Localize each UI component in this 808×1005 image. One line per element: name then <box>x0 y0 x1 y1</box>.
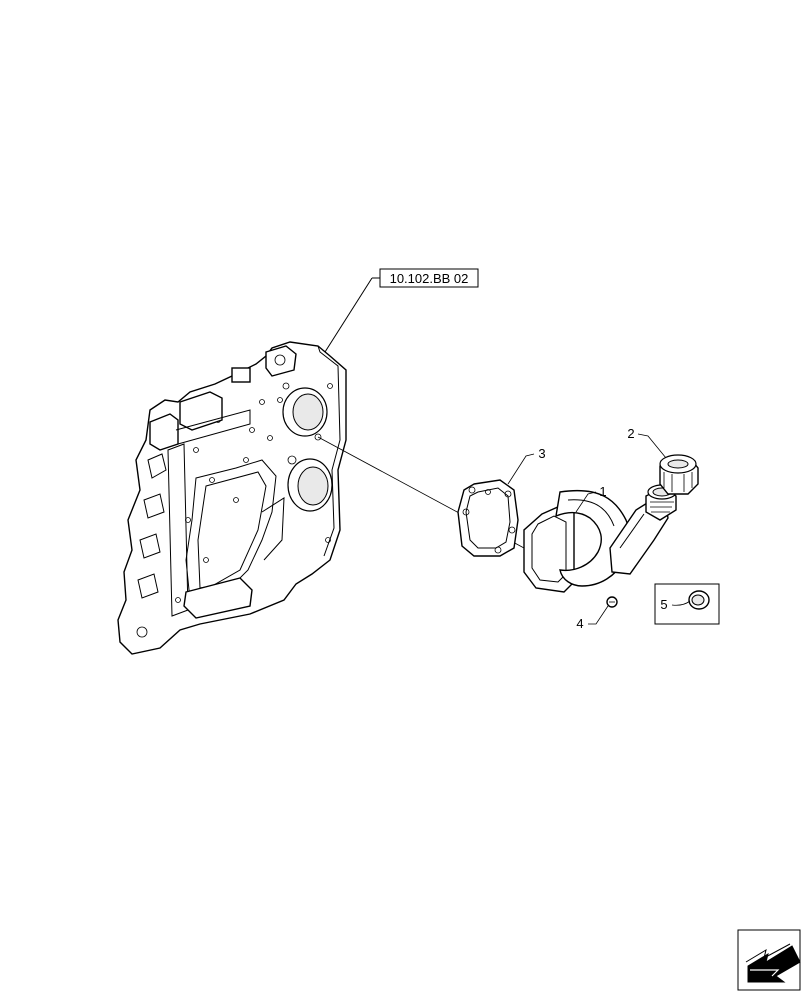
svg-text:5: 5 <box>660 597 667 612</box>
svg-text:2: 2 <box>627 426 634 441</box>
svg-text:3: 3 <box>538 446 545 461</box>
svg-text:4: 4 <box>576 616 583 631</box>
gasket <box>457 479 519 557</box>
callout-3[interactable]: 3 <box>507 446 546 485</box>
callout-4[interactable]: 4 <box>576 605 609 631</box>
arrow-down-left-icon[interactable] <box>737 929 801 991</box>
engine-front-plate <box>117 341 347 655</box>
reference-callout[interactable]: 10.102.BB 02 <box>324 268 479 353</box>
callout-2[interactable]: 2 <box>627 426 667 459</box>
screw <box>606 596 618 608</box>
item-5-inset <box>654 583 720 625</box>
reference-label: 10.102.BB 02 <box>390 271 469 286</box>
oil-filler-tube <box>523 484 677 593</box>
filler-cap <box>659 454 699 495</box>
callout-1[interactable]: 1 <box>575 484 607 513</box>
callout-5[interactable]: 5 <box>660 597 667 612</box>
svg-text:1: 1 <box>599 484 606 499</box>
